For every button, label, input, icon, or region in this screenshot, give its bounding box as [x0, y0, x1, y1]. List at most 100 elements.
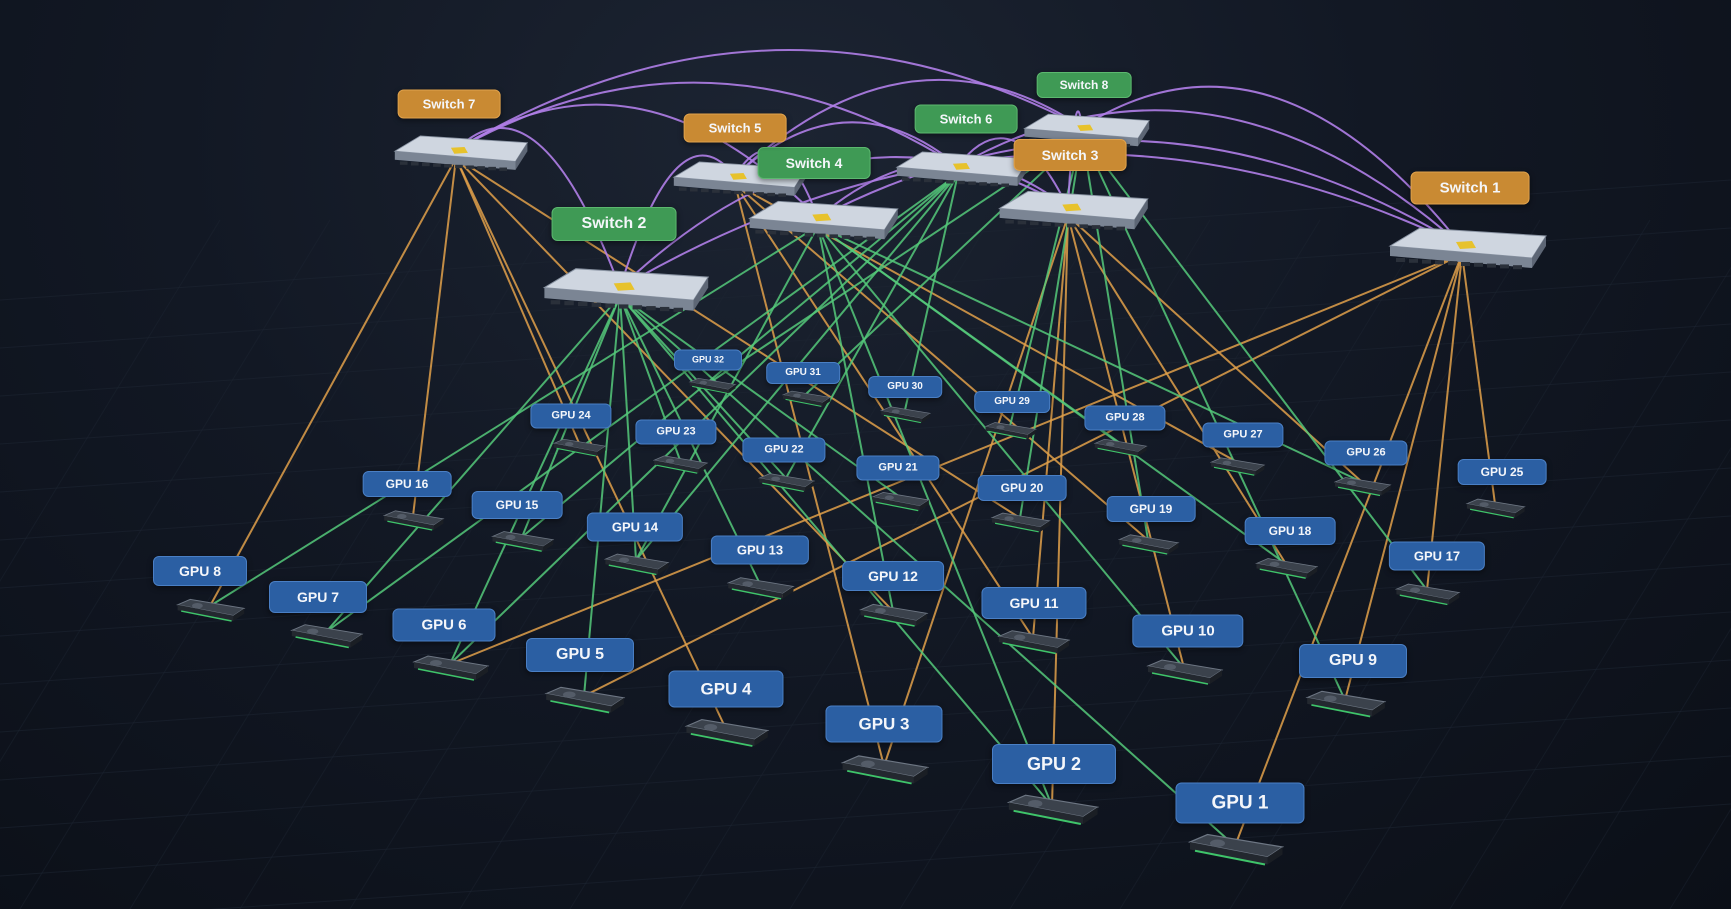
gpu-card-icon[interactable] — [758, 473, 816, 492]
gpu-label-g26[interactable]: GPU 26 — [1324, 440, 1408, 466]
gpu-card-icon[interactable] — [1333, 477, 1392, 497]
network-switch-icon[interactable] — [393, 135, 529, 171]
link-s2-g7 — [325, 295, 621, 633]
gpu-card-icon[interactable] — [726, 577, 795, 600]
gpu-label-g17[interactable]: GPU 17 — [1388, 541, 1486, 571]
network-switch-icon[interactable] — [542, 268, 710, 312]
switch-label-s4[interactable]: Switch 4 — [757, 147, 871, 179]
switch-label-s7[interactable]: Switch 7 — [397, 89, 501, 119]
gpu-card-icon[interactable] — [859, 603, 929, 627]
gpu-card-icon[interactable] — [382, 510, 445, 531]
gpu-label-g4[interactable]: GPU 4 — [668, 670, 784, 708]
gpu-label-g22[interactable]: GPU 22 — [742, 437, 826, 463]
gpu-card-icon[interactable] — [552, 438, 607, 457]
link-s1-g9 — [1344, 253, 1463, 701]
switch-label-s1[interactable]: Switch 1 — [1410, 171, 1530, 205]
switch-label-s2[interactable]: Switch 2 — [551, 207, 677, 241]
gpu-card-icon[interactable] — [176, 598, 246, 622]
gpu-card-icon[interactable] — [1305, 690, 1387, 718]
gpu-label-g25[interactable]: GPU 25 — [1457, 459, 1547, 485]
gpu-label-g12[interactable]: GPU 12 — [842, 561, 944, 591]
gpu-card-icon[interactable] — [1093, 438, 1148, 457]
gpu-label-g14[interactable]: GPU 14 — [586, 512, 684, 542]
gpu-card-icon[interactable] — [1117, 534, 1180, 555]
link-s1-g1 — [1234, 253, 1463, 847]
gpu-label-g9[interactable]: GPU 9 — [1298, 644, 1408, 678]
link-s2-g21 — [619, 295, 901, 498]
gpu-card-icon[interactable] — [491, 531, 555, 552]
gpu-label-g8[interactable]: GPU 8 — [152, 556, 248, 586]
gpu-card-icon[interactable] — [544, 686, 626, 714]
gpu-card-icon[interactable] — [871, 491, 930, 512]
switch-label-s5[interactable]: Switch 5 — [683, 113, 787, 143]
gpu-card-icon[interactable] — [984, 422, 1037, 440]
gpu-label-g27[interactable]: GPU 27 — [1202, 422, 1284, 448]
gpu-label-g19[interactable]: GPU 19 — [1106, 496, 1196, 522]
gpu-card-icon[interactable] — [1146, 659, 1224, 685]
gpu-card-icon[interactable] — [1006, 794, 1100, 825]
gpu-label-g29[interactable]: GPU 29 — [974, 391, 1050, 413]
link-s3-g10 — [1067, 215, 1185, 669]
switch-label-s8[interactable]: Switch 8 — [1036, 72, 1132, 98]
link-s8-g31 — [805, 134, 1083, 395]
gpu-label-g13[interactable]: GPU 13 — [710, 535, 810, 565]
gpu-card-icon[interactable] — [1255, 558, 1319, 579]
link-s2-g5 — [583, 295, 621, 697]
gpu-label-g18[interactable]: GPU 18 — [1244, 517, 1336, 545]
gpu-card-icon[interactable] — [1187, 833, 1285, 866]
gpu-card-icon[interactable] — [412, 655, 490, 681]
link-s4-g10 — [817, 225, 1185, 669]
gpu-label-g32[interactable]: GPU 32 — [673, 349, 743, 371]
switch-label-s6[interactable]: Switch 6 — [914, 104, 1018, 134]
gpu-label-g16[interactable]: GPU 16 — [362, 471, 452, 497]
gpu-card-icon[interactable] — [684, 719, 770, 747]
gpu-label-g7[interactable]: GPU 7 — [268, 581, 368, 613]
switch-label-s3[interactable]: Switch 3 — [1013, 139, 1127, 171]
link-s7-g12 — [455, 157, 894, 612]
gpu-label-g24[interactable]: GPU 24 — [530, 403, 612, 429]
gpu-card-icon[interactable] — [990, 512, 1051, 533]
link-s8-g9 — [1081, 134, 1346, 701]
gpu-card-icon[interactable] — [880, 406, 931, 424]
gpu-label-g5[interactable]: GPU 5 — [525, 638, 635, 672]
uplink-s6-s3 — [957, 137, 1069, 209]
gpu-card-icon[interactable] — [290, 624, 364, 649]
gpu-card-icon[interactable] — [997, 630, 1071, 655]
gpu-label-g11[interactable]: GPU 11 — [981, 587, 1087, 619]
gpu-label-g15[interactable]: GPU 15 — [471, 491, 563, 519]
gpu-card-icon[interactable] — [1465, 498, 1526, 519]
link-s1-g6 — [449, 253, 1463, 665]
gpu-label-g10[interactable]: GPU 10 — [1132, 614, 1244, 648]
network-switch-icon[interactable] — [998, 190, 1149, 231]
gpu-card-icon[interactable] — [840, 755, 930, 785]
link-s3-g11 — [1032, 215, 1069, 639]
gpu-card-icon[interactable] — [688, 377, 737, 394]
gpu-label-g23[interactable]: GPU 23 — [635, 419, 717, 445]
gpu-card-icon[interactable] — [781, 390, 832, 407]
link-s6-g22 — [785, 173, 959, 479]
uplink-s8-s7 — [455, 49, 1083, 151]
gpu-label-g3[interactable]: GPU 3 — [825, 705, 943, 743]
network-switch-icon[interactable] — [748, 200, 899, 241]
gpu-label-g31[interactable]: GPU 31 — [766, 362, 840, 384]
link-s5-g3 — [734, 183, 885, 767]
link-s1-g17 — [1426, 253, 1463, 591]
gpu-card-icon[interactable] — [1209, 457, 1266, 476]
link-s4-g14 — [635, 225, 819, 561]
gpu-label-g30[interactable]: GPU 30 — [868, 376, 942, 398]
gpu-label-g1[interactable]: GPU 1 — [1175, 782, 1305, 824]
link-s6-g30 — [904, 173, 959, 411]
gpu-card-icon[interactable] — [652, 455, 709, 474]
link-s7-g24 — [455, 157, 580, 444]
network-switch-icon[interactable] — [1388, 227, 1547, 270]
gpu-label-g21[interactable]: GPU 21 — [856, 455, 940, 481]
uplink-s8-s1 — [1081, 85, 1463, 247]
gpu-card-icon[interactable] — [1394, 583, 1461, 606]
gpu-label-g2[interactable]: GPU 2 — [991, 744, 1117, 784]
gpu-card-icon[interactable] — [603, 553, 670, 576]
gpu-label-g28[interactable]: GPU 28 — [1084, 405, 1166, 431]
uplink-s6-s7 — [455, 81, 959, 167]
gpu-label-g20[interactable]: GPU 20 — [977, 475, 1067, 501]
gpu-label-g6[interactable]: GPU 6 — [392, 608, 496, 642]
